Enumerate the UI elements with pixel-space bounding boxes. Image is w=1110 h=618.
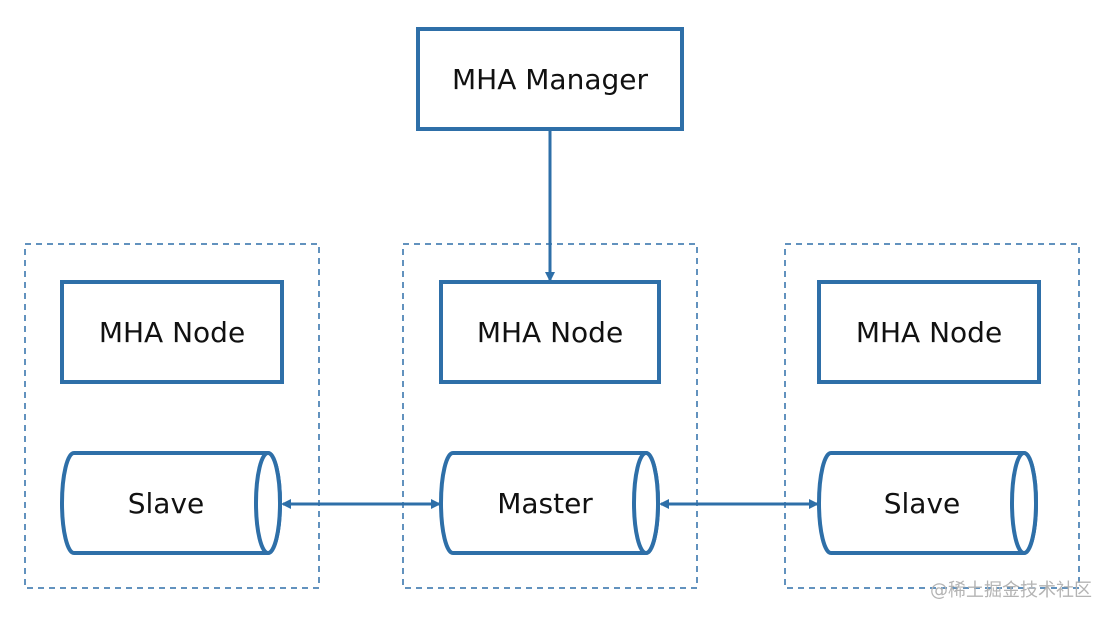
slave-db-label-left: Slave xyxy=(128,487,205,520)
mha-node-box-middle xyxy=(439,280,661,384)
mha-node-box-left xyxy=(60,280,284,384)
mha-node-label-left: MHA Node xyxy=(99,316,245,349)
mha-node-label-right: MHA Node xyxy=(856,316,1002,349)
server-group-left xyxy=(24,243,320,589)
slave-db-cylinder-right-end xyxy=(1010,451,1038,555)
server-group-right xyxy=(784,243,1080,589)
slave-db-label-right: Slave xyxy=(884,487,961,520)
mha-node-box-right xyxy=(817,280,1041,384)
master-db-label: Master xyxy=(497,487,593,520)
mha-node-label-middle: MHA Node xyxy=(477,316,623,349)
master-db-cylinder-end xyxy=(632,451,660,555)
server-group-middle xyxy=(402,243,698,589)
mha-manager-label: MHA Manager xyxy=(452,63,648,96)
watermark-text: @稀土掘金技术社区 xyxy=(930,580,1092,601)
slave-db-cylinder-left-end xyxy=(254,451,282,555)
mha-manager-box xyxy=(416,27,684,131)
